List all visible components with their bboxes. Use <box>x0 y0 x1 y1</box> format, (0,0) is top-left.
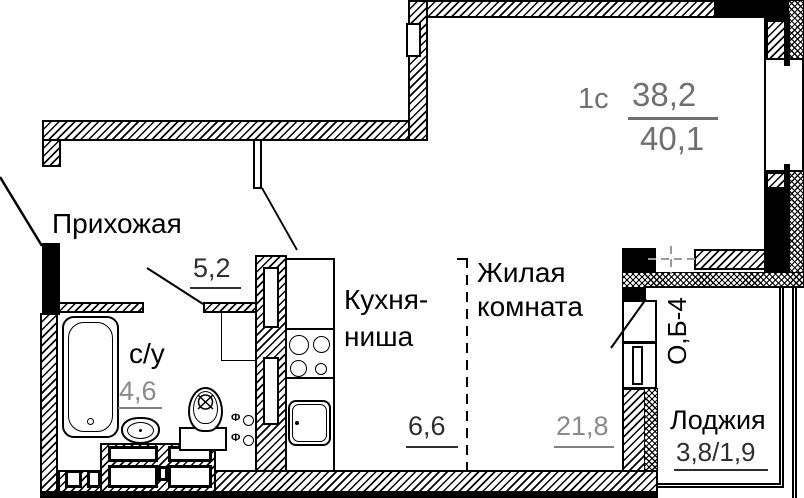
riser-valve-icon-1: Ф <box>231 412 241 424</box>
loggia-top-line <box>645 286 804 288</box>
stove-burner-3 <box>290 360 307 377</box>
washbasin-tap <box>139 429 142 432</box>
riser-circle-icon-1 <box>243 415 254 426</box>
hallway-top-wall-return <box>42 139 61 167</box>
area-living-total: 38,2 <box>632 76 697 113</box>
zone-boundary-jog <box>457 258 468 260</box>
hallway-cabinet <box>221 312 256 361</box>
kitchen-label-line1: Кухня- <box>344 284 429 315</box>
bathtub-inner <box>68 322 113 432</box>
riser-circle-icon-2 <box>243 435 254 446</box>
loggia-top-wall-left <box>622 248 656 272</box>
partition-stub <box>253 139 262 189</box>
kitchen-label-line2: ниша <box>344 321 414 352</box>
riser-valve-icon-2: Ф <box>231 432 241 444</box>
living-label-line1: Жилая <box>477 257 566 288</box>
balcony-door-opening <box>622 300 657 343</box>
loggia-left-wall-insulation <box>644 388 658 493</box>
wall-niche <box>406 23 421 57</box>
vent-duct-3 <box>158 466 168 481</box>
vent-duct-2 <box>108 465 158 488</box>
stove-burner-2 <box>313 336 330 353</box>
loggia-left-wall <box>622 388 646 472</box>
entry-door-leaf <box>0 176 44 247</box>
vent-duct-1 <box>108 446 158 462</box>
left-wall <box>40 313 58 493</box>
kitchen-area: 6,6 <box>408 411 446 441</box>
stove-burner-4 <box>315 363 327 375</box>
bathtub-drain <box>87 418 94 425</box>
kitchen-sink-tap <box>295 421 299 425</box>
loggia-area-underline <box>674 469 768 471</box>
hallway-area: 5,2 <box>193 253 231 283</box>
balcony-pier <box>622 288 646 301</box>
window-unit-code: О,Б-4 <box>662 297 692 365</box>
axis-centerline-v <box>670 246 672 274</box>
window-corner-mark-bottom <box>784 164 790 170</box>
bathroom-label: с/у <box>129 338 165 369</box>
kitchen-wall-vent-slot-1 <box>263 267 279 328</box>
vent-duct-7 <box>87 470 101 488</box>
washbasin-inner <box>127 422 154 439</box>
bathroom-area: 4,6 <box>119 376 157 406</box>
hallway-area-underline <box>190 287 241 289</box>
building-edge-line <box>792 288 802 498</box>
loggia-area: 3,8/1,9 <box>676 437 756 467</box>
kitchen-wall-vent-slot-2 <box>263 357 279 425</box>
bathroom-top-wall-left <box>58 302 144 313</box>
hallway-leader-line <box>261 187 298 251</box>
kitchen-area-underline <box>406 446 458 448</box>
living-label-line2: комната <box>477 291 583 322</box>
balcony-window-frame <box>632 346 643 385</box>
toilet-bowl-inner <box>193 391 218 424</box>
plan-code: 1с <box>578 83 609 115</box>
living-room-window <box>764 58 804 172</box>
window-corner-mark-top <box>784 60 790 66</box>
top-wall-corner <box>714 0 790 18</box>
kitchen-sink-inner <box>292 404 327 442</box>
bottom-wall-edge <box>40 491 658 498</box>
right-wall-lower <box>764 170 790 288</box>
stove-burner-1 <box>289 335 309 355</box>
zone-boundary-dashed-line <box>466 258 468 472</box>
top-wall <box>426 0 716 18</box>
upper-vertical-wall <box>408 0 428 141</box>
vent-duct-5 <box>168 465 212 488</box>
bathroom-area-underline <box>118 407 162 409</box>
loggia-glazing <box>658 288 784 488</box>
fraction-line <box>628 117 718 120</box>
entry-pier <box>42 243 60 315</box>
vent-duct-6 <box>65 470 82 488</box>
loggia-label: Лоджия <box>670 405 766 435</box>
living-area: 21,8 <box>556 411 609 441</box>
hallway-label: Прихожая <box>52 208 182 239</box>
hallway-top-wall <box>42 120 428 141</box>
counter-divider-top <box>285 328 335 330</box>
living-area-underline <box>554 446 614 448</box>
axis-centerline-h <box>648 258 696 260</box>
right-wall-pier-bottom <box>766 172 786 189</box>
counter-divider-bottom <box>285 377 335 379</box>
right-wall-pier-top <box>766 20 786 60</box>
area-overall: 40,1 <box>640 120 705 157</box>
loggia-top-wall-hatch <box>694 249 766 270</box>
